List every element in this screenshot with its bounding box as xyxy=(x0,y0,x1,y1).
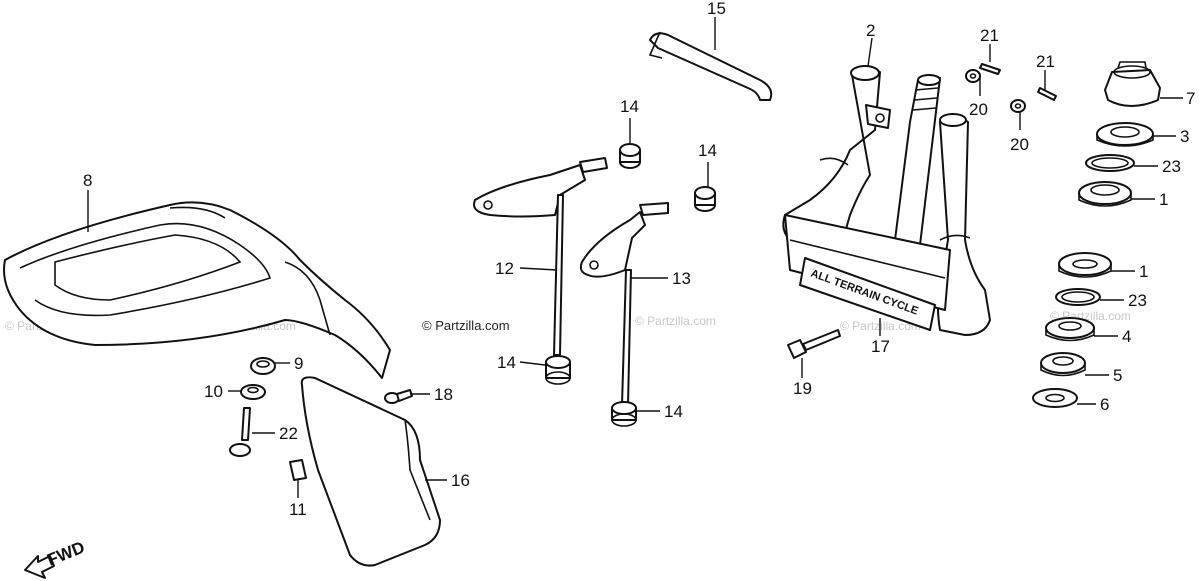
part-clip-11[interactable] xyxy=(289,459,307,481)
part-bolt-19[interactable] xyxy=(787,329,841,359)
leader-lines xyxy=(87,17,1183,498)
callout-9: 9 xyxy=(294,354,303,373)
part-pin-21a[interactable] xyxy=(979,63,1001,75)
callout-6: 6 xyxy=(1100,395,1109,414)
callout-3: 3 xyxy=(1180,127,1189,146)
part-bushing-14a[interactable] xyxy=(619,143,641,169)
part-bracket-13[interactable] xyxy=(579,202,669,406)
watermark: © Partzilla.com xyxy=(635,314,716,328)
part-race-4[interactable] xyxy=(1045,317,1095,342)
callout-11: 11 xyxy=(289,500,307,519)
callout-19: 19 xyxy=(793,379,812,398)
callout-7: 7 xyxy=(1186,89,1195,108)
part-seal-23b[interactable] xyxy=(1055,288,1101,306)
callout-20b: 20 xyxy=(1010,135,1029,154)
callout-23a: 23 xyxy=(1162,157,1181,176)
part-bolt-22[interactable] xyxy=(229,407,251,457)
part-seal-23a[interactable] xyxy=(1085,154,1135,172)
part-pin-21b[interactable] xyxy=(1037,87,1057,101)
part-washer-10[interactable] xyxy=(240,384,266,400)
callout-20a: 20 xyxy=(969,100,988,119)
part-bolt-18[interactable] xyxy=(384,389,413,404)
callout-21a: 21 xyxy=(980,26,999,45)
callout-5: 5 xyxy=(1113,366,1122,385)
callout-10: 10 xyxy=(204,382,223,401)
part-washer-20a[interactable] xyxy=(965,69,981,83)
part-washer-20b[interactable] xyxy=(1010,99,1026,113)
callout-8: 8 xyxy=(83,171,92,190)
part-washer-6[interactable] xyxy=(1032,388,1078,408)
callout-14d: 14 xyxy=(664,402,683,421)
part-front-fender[interactable] xyxy=(3,201,391,379)
part-bushing-14d[interactable] xyxy=(611,401,637,427)
callout-1b: 1 xyxy=(1139,262,1148,281)
callout-23b: 23 xyxy=(1128,291,1147,310)
part-race-1b[interactable] xyxy=(1058,252,1112,278)
callout-15: 15 xyxy=(707,0,726,18)
part-bushing-14b[interactable] xyxy=(694,186,716,212)
fwd-label: FWD xyxy=(44,538,87,570)
part-race-3[interactable] xyxy=(1096,122,1154,147)
part-front-fork-2[interactable] xyxy=(782,65,991,336)
part-number-plate-holder-15[interactable] xyxy=(648,31,773,101)
callout-4: 4 xyxy=(1122,327,1131,346)
callout-2: 2 xyxy=(866,21,875,40)
part-bearing-5[interactable] xyxy=(1040,352,1086,377)
callout-1a: 1 xyxy=(1159,190,1168,209)
callout-18: 18 xyxy=(434,385,453,404)
fwd-arrow: FWD xyxy=(24,538,87,579)
callout-14b: 14 xyxy=(698,141,717,160)
callout-12: 12 xyxy=(495,259,514,278)
part-race-1a[interactable] xyxy=(1078,181,1132,207)
callout-labels: 15 2 21 21 20 20 7 3 23 1 1 23 4 5 6 14 … xyxy=(83,0,1195,519)
callout-17: 17 xyxy=(871,337,890,356)
part-bracket-12[interactable] xyxy=(473,157,608,356)
part-grommet-9[interactable] xyxy=(250,357,276,375)
part-mud-flap[interactable] xyxy=(300,376,441,567)
callout-16: 16 xyxy=(451,471,470,490)
part-bushing-14c[interactable] xyxy=(545,355,571,385)
part-nut-7[interactable] xyxy=(1104,61,1161,107)
callout-13: 13 xyxy=(672,269,691,288)
callout-14a: 14 xyxy=(620,97,639,116)
callout-14c: 14 xyxy=(497,353,516,372)
callout-21b: 21 xyxy=(1036,52,1055,71)
callout-22: 22 xyxy=(279,424,298,443)
credit-text: © Partzilla.com xyxy=(422,318,510,333)
